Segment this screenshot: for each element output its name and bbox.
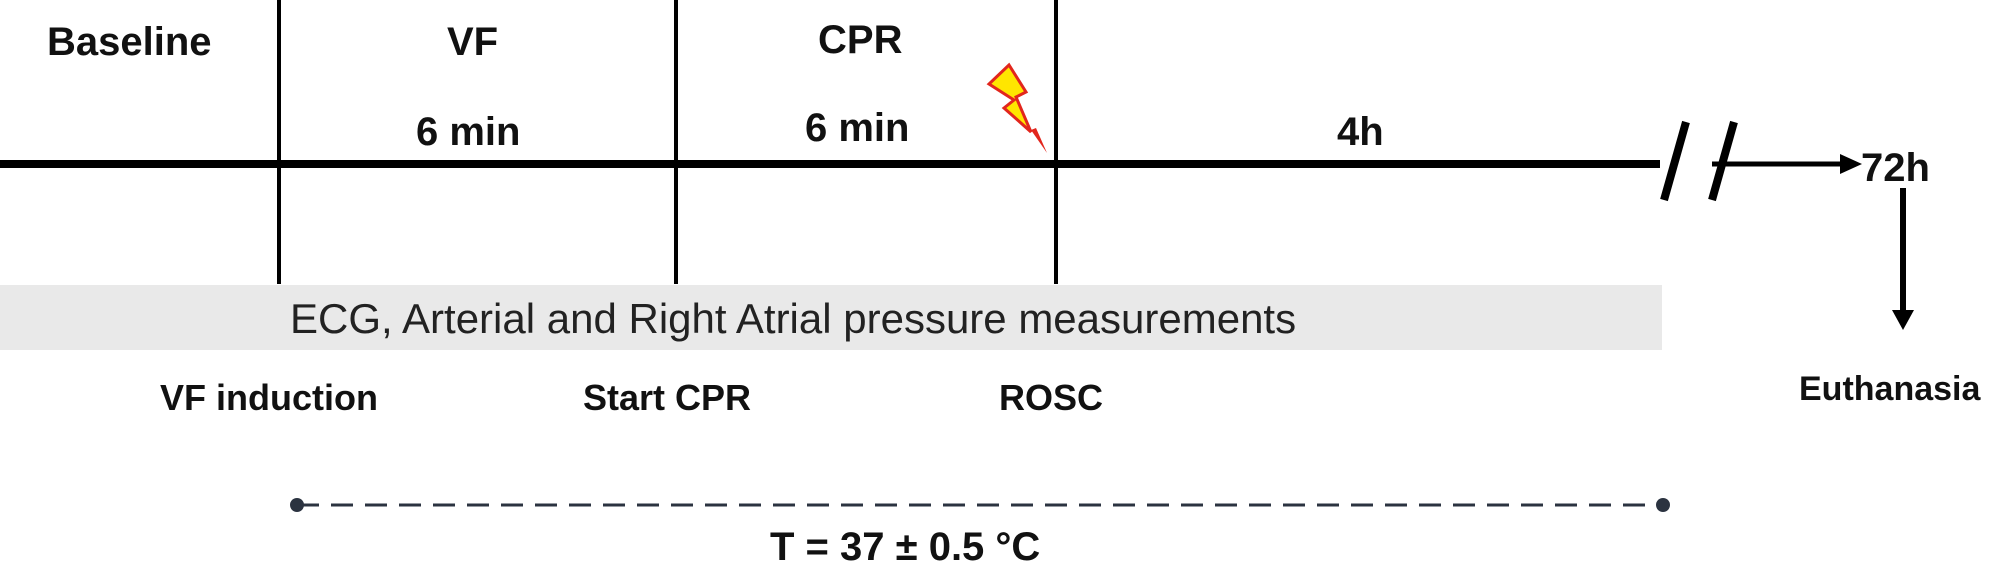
temperature-label: T = 37 ± 0.5 °C [770, 525, 1041, 569]
phase-baseline-label: Baseline [47, 20, 212, 64]
measurement-band-label: ECG, Arterial and Right Atrial pressure … [290, 295, 1297, 342]
measurement-band [0, 285, 1662, 350]
phase-vf-label: VF [447, 20, 499, 64]
duration-end-label: 72h [1861, 146, 1930, 190]
event-euthanasia-label: Euthanasia [1799, 370, 1981, 408]
event-start-cpr-label: Start CPR [583, 377, 752, 418]
lightning-bolt-icon [986, 62, 1033, 134]
axis-break-icon [1660, 120, 1738, 202]
phase-cpr-label: CPR [818, 18, 903, 62]
temperature-range-end [1656, 498, 1670, 512]
duration-vf-label: 6 min [416, 110, 521, 154]
timeline-arrowhead [1840, 154, 1862, 174]
lightning-bolt-tip [1031, 128, 1047, 153]
event-vf-induction-label: VF induction [160, 377, 378, 418]
euthanasia-arrowhead [1892, 310, 1914, 330]
duration-post-label: 4h [1337, 110, 1384, 154]
duration-cpr-label: 6 min [805, 106, 910, 150]
temperature-range-start [290, 498, 304, 512]
event-rosc-label: ROSC [999, 377, 1104, 418]
